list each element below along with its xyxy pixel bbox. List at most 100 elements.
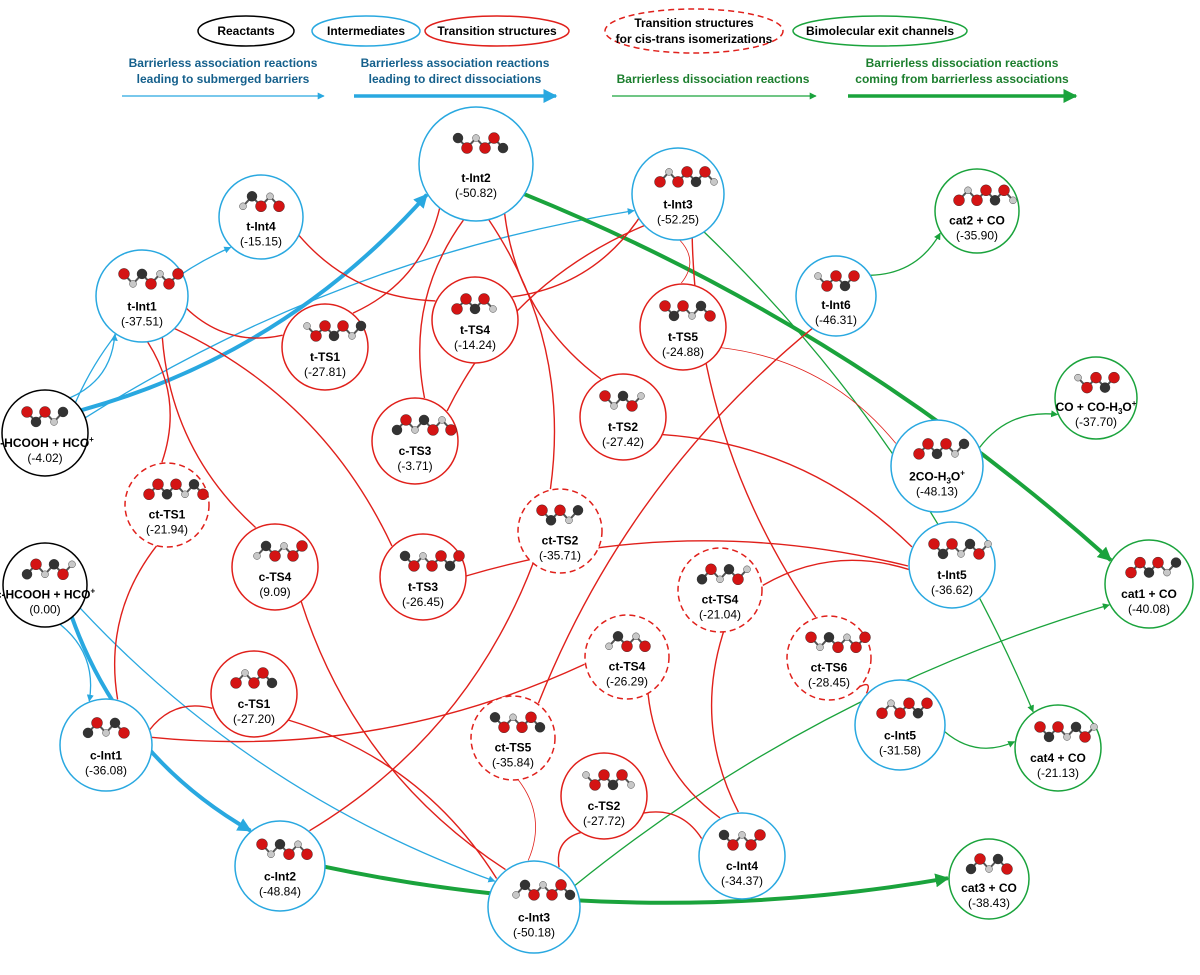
node-energy: (-21.94) xyxy=(146,522,188,536)
edge-h3o-to-coh3o xyxy=(978,410,1059,449)
node-circle-ctTS1[interactable] xyxy=(124,462,210,548)
node-circle-tInt2[interactable] xyxy=(418,106,534,222)
node-name: t-TS1 xyxy=(310,350,340,364)
node-ctTS6[interactable]: ct-TS6(-28.45) xyxy=(786,615,872,701)
node-name: c-TS1 xyxy=(238,697,271,711)
node-cTS4[interactable]: c-TS4(9.09) xyxy=(231,523,319,611)
edge-tInt4-to-tTS4 xyxy=(298,234,436,302)
edge-tInt3-to-tTS4 xyxy=(512,217,640,298)
node-name: ct-TS4 xyxy=(609,659,646,673)
node-circle-tInt4[interactable] xyxy=(218,174,304,260)
node-circle-cTS3[interactable] xyxy=(371,397,459,485)
node-cInt4[interactable]: c-Int4(-34.37) xyxy=(698,812,786,900)
node-tInt3[interactable]: t-Int3(-52.25) xyxy=(631,147,725,241)
node-tTS5[interactable]: t-TS5(-24.88) xyxy=(639,283,727,371)
node-ctTS4a[interactable]: ct-TS4(-21.04) xyxy=(677,547,763,633)
node-energy: (-4.02) xyxy=(27,451,62,465)
node-name: cat4 + CO xyxy=(1030,751,1086,765)
node-cat4[interactable]: cat4 + CO(-21.13) xyxy=(1014,704,1102,792)
node-energy: (-27.81) xyxy=(304,365,346,379)
edge-tInt1-to-tTS1 xyxy=(185,307,283,339)
node-circle-cInt1[interactable] xyxy=(59,698,153,792)
node-name: cat1 + CO xyxy=(1121,587,1177,601)
node-name: c-HCOOH + HCO+ xyxy=(0,586,96,601)
node-ctTS5[interactable]: ct-TS5(-35.84) xyxy=(470,695,556,781)
legend-arrow4-line2: coming from barrierless associations xyxy=(855,72,1069,86)
node-coh3o[interactable]: CO + CO-H3O+(-37.70) xyxy=(1054,356,1138,440)
node-h3o[interactable]: 2CO-H3O+(-48.13) xyxy=(890,419,984,513)
edge-tTS2-to-tInt5 xyxy=(662,433,913,548)
node-tInt6[interactable]: t-Int6(-46.31) xyxy=(795,255,877,337)
edge-cR-to-cInt1 xyxy=(59,623,94,702)
node-tInt5[interactable]: t-Int5(-36.62) xyxy=(908,521,996,609)
node-circle-cTS1[interactable] xyxy=(210,650,298,738)
molecule-icon xyxy=(303,320,367,342)
node-energy: (-40.08) xyxy=(1128,602,1170,616)
node-energy: (-14.24) xyxy=(454,338,496,352)
edge-ctTS1-to-cInt1 xyxy=(113,545,158,700)
node-cInt1[interactable]: c-Int1(-36.08) xyxy=(59,698,153,792)
node-ctTS4b[interactable]: ct-TS4(-26.29) xyxy=(584,614,670,700)
node-circle-cat3[interactable] xyxy=(948,838,1030,920)
node-name: t-HCOOH + HCO+ xyxy=(0,435,94,450)
node-energy: (-46.31) xyxy=(815,313,857,327)
node-circle-ctTS4a[interactable] xyxy=(677,547,763,633)
molecule-icon xyxy=(489,711,546,733)
node-tTS4[interactable]: t-TS4(-14.24) xyxy=(431,276,519,364)
molecule-icon xyxy=(928,538,992,560)
node-ctTS1[interactable]: ct-TS1(-21.94) xyxy=(124,462,210,548)
edge-cR-to-cInt3 xyxy=(79,607,496,883)
node-cat2[interactable]: cat2 + CO(-35.90) xyxy=(934,168,1020,254)
node-name: c-Int3 xyxy=(518,911,550,925)
node-energy: (-26.29) xyxy=(606,674,648,688)
node-energy: (-34.37) xyxy=(721,874,763,888)
node-tR[interactable]: t-HCOOH + HCO+(-4.02) xyxy=(0,389,94,477)
node-tTS2[interactable]: t-TS2(-27.42) xyxy=(579,373,667,461)
node-name: c-TS4 xyxy=(259,570,292,584)
node-tInt4[interactable]: t-Int4(-15.15) xyxy=(218,174,304,260)
node-cat3[interactable]: cat3 + CO(-38.43) xyxy=(948,838,1030,920)
node-energy: (-37.51) xyxy=(121,315,163,329)
molecule-icon xyxy=(82,717,130,739)
edge-tInt3-to-tTS5 xyxy=(679,239,691,284)
node-tTS1[interactable]: t-TS1(-27.81) xyxy=(281,303,369,391)
node-energy: (-36.62) xyxy=(931,583,973,597)
node-cTS1[interactable]: c-TS1(-27.20) xyxy=(210,650,298,738)
edge-tInt2-to-ctTS2 xyxy=(488,219,556,490)
molecule-icon xyxy=(696,563,751,585)
edge-tInt1-to-tTS3 xyxy=(174,327,393,547)
node-tTS3[interactable]: t-TS3(-26.45) xyxy=(379,533,467,621)
molecule-icon xyxy=(21,406,69,428)
node-cInt2[interactable]: c-Int2(-48.84) xyxy=(234,820,326,912)
node-ctTS2[interactable]: ct-TS2(-35.71) xyxy=(517,488,603,574)
molecule-icon xyxy=(654,166,718,188)
node-circle-ctTS4b[interactable] xyxy=(584,614,670,700)
node-cInt5[interactable]: c-Int5(-31.58) xyxy=(854,679,946,771)
node-name: ct-TS6 xyxy=(811,660,848,674)
node-name: t-Int4 xyxy=(246,219,276,233)
molecule-icon xyxy=(718,829,766,851)
molecule-icon xyxy=(599,390,645,412)
legend-arrow2-line1: Barrierless association reactions xyxy=(361,56,550,70)
edge-tInt2-to-cTS3 xyxy=(419,219,465,399)
node-energy: (-27.42) xyxy=(602,435,644,449)
edge-tInt1-to-ctTS1 xyxy=(146,341,171,463)
node-tInt2[interactable]: t-Int2(-50.82) xyxy=(418,106,534,222)
molecule-icon xyxy=(536,504,584,526)
node-cTS3[interactable]: c-TS3(-3.71) xyxy=(371,397,459,485)
edge-tInt2-to-cat1 xyxy=(523,192,1113,562)
legend-arrow1-line1: Barrierless association reactions xyxy=(129,56,318,70)
node-energy: (-24.88) xyxy=(662,345,704,359)
node-circle-cR[interactable] xyxy=(2,542,88,628)
node-name: t-Int6 xyxy=(821,298,851,312)
legend-reactants-label: Reactants xyxy=(217,24,275,38)
edge-tInt3-to-cTS3 xyxy=(446,224,645,412)
node-cTS2[interactable]: c-TS2(-27.72) xyxy=(560,752,648,840)
node-cR[interactable]: c-HCOOH + HCO+(0.00) xyxy=(0,542,96,628)
node-cInt3[interactable]: c-Int3(-50.18) xyxy=(487,860,581,954)
node-circle-cat2[interactable] xyxy=(934,168,1020,254)
node-cat1[interactable]: cat1 + CO(-40.08) xyxy=(1104,539,1194,629)
node-circle-tTS4[interactable] xyxy=(431,276,519,364)
node-tInt1[interactable]: t-Int1(-37.51) xyxy=(95,249,189,343)
